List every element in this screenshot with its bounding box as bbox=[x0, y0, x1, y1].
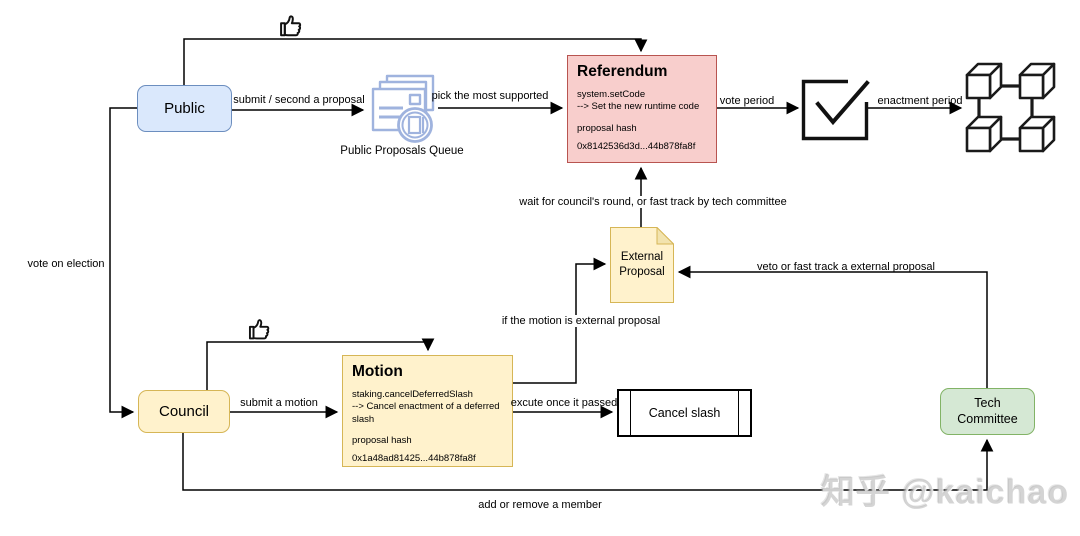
edge-label-enactment-period: enactment period bbox=[877, 95, 963, 107]
edge-label-veto-fast-track: veto or fast track a external proposal bbox=[757, 261, 935, 273]
edge-label-add-remove: add or remove a member bbox=[478, 499, 602, 511]
public-label: Public bbox=[164, 100, 205, 117]
referendum-node[interactable]: Referendum system.setCode --> Set the ne… bbox=[567, 55, 717, 163]
cancel-slash-node[interactable]: Cancel slash bbox=[617, 389, 752, 437]
process-bar-right bbox=[738, 391, 739, 435]
queue-label: Public Proposals Queue bbox=[340, 145, 464, 157]
tech-committee-label: Tech Committee bbox=[957, 395, 1018, 426]
edge-label-submit-second: submit / second a proposal bbox=[233, 94, 365, 106]
external-proposal-label: External Proposal bbox=[619, 251, 665, 278]
motion-title: Motion bbox=[352, 363, 403, 380]
motion-code: staking.cancelDeferredSlash bbox=[352, 389, 473, 400]
referendum-desc: --> Set the new runtime code bbox=[577, 101, 700, 113]
edge-label-if-external: if the motion is external proposal bbox=[498, 315, 664, 327]
referendum-code: system.setCode bbox=[577, 89, 646, 100]
external-proposal-node[interactable]: External Proposal bbox=[610, 227, 674, 303]
zhihu-watermark: 知乎 @kaichao bbox=[820, 473, 1070, 512]
tech-committee-node[interactable]: Tech Committee bbox=[940, 388, 1035, 435]
edge-label-vote-period: vote period bbox=[719, 95, 775, 107]
ballot-checkbox-icon bbox=[801, 79, 870, 141]
thumbs-up-icon bbox=[280, 15, 302, 37]
documents-queue-icon bbox=[371, 74, 435, 143]
motion-node[interactable]: Motion staking.cancelDeferredSlash --> C… bbox=[342, 355, 513, 467]
public-node[interactable]: Public bbox=[137, 85, 232, 132]
edge-label-submit-motion: submit a motion bbox=[240, 397, 318, 409]
motion-hash: 0x1a48ad81425...44b878fa8f bbox=[352, 453, 476, 465]
council-label: Council bbox=[158, 403, 210, 420]
blockchain-cubes-icon bbox=[965, 62, 1056, 153]
referendum-hash-label: proposal hash bbox=[577, 122, 637, 134]
edge-label-vote-election: vote on election bbox=[27, 258, 105, 270]
motion-desc: --> Cancel enactment of a deferred slash bbox=[352, 401, 500, 425]
edge-label-pick-supported: pick the most supported bbox=[431, 90, 549, 102]
referendum-hash: 0x8142536d3d...44b878fa8f bbox=[577, 141, 696, 153]
cancel-slash-label: Cancel slash bbox=[648, 406, 721, 420]
thumbs-up-icon bbox=[248, 319, 270, 340]
council-node[interactable]: Council bbox=[138, 390, 230, 433]
edge-label-wait-council: wait for council's round, or fast track … bbox=[516, 196, 790, 208]
edge-label-execute-passed: excute once it passed bbox=[510, 397, 618, 409]
motion-hash-label: proposal hash bbox=[352, 435, 412, 447]
note-shape bbox=[610, 227, 674, 303]
process-bar-left bbox=[630, 391, 631, 435]
referendum-title: Referendum bbox=[577, 63, 668, 80]
